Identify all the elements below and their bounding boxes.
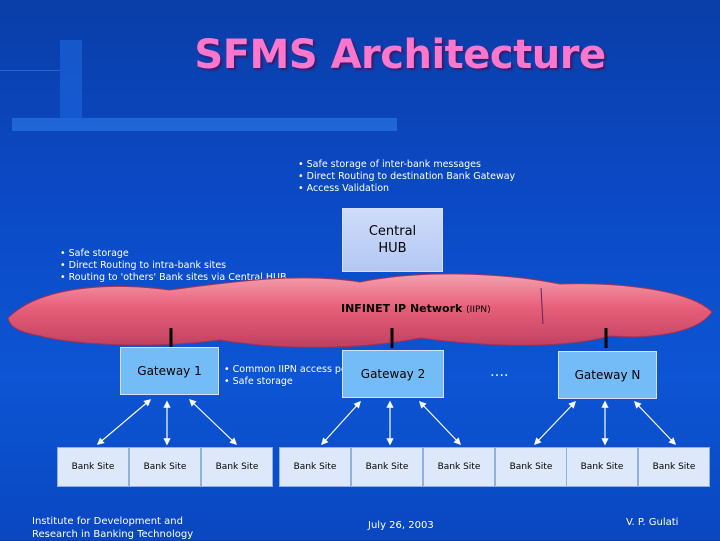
site-connectors [96, 399, 676, 446]
common-note: • Safe storage [224, 376, 293, 387]
bank-site-label: Bank Site [509, 462, 553, 472]
hub-label-line2: HUB [378, 241, 407, 256]
bank-site-label: Bank Site [437, 462, 481, 472]
more-gateways-ellipsis: …. [490, 364, 509, 380]
bank-site: Bank Site [351, 447, 423, 487]
link-g1-site3 [188, 399, 238, 445]
bank-site: Bank Site [495, 447, 567, 487]
network-name: INFINET IP Network [341, 302, 463, 315]
footer-org-line1: Institute for Development and [32, 516, 183, 527]
gateway-2: Gateway 2 [342, 350, 444, 398]
bank-site: Bank Site [638, 447, 710, 487]
decor-bar-vertical [60, 40, 82, 118]
gateway-1-label: Gateway 1 [137, 364, 202, 378]
bank-site: Bank Site [129, 447, 201, 487]
link-g2-site6 [419, 400, 461, 446]
gateway-note: • Routing to 'others' Bank sites via Cen… [60, 272, 287, 283]
gateway-n-label: Gateway N [574, 368, 641, 382]
hub-network-link [540, 287, 544, 325]
footer-organization: Institute for Development and Research i… [32, 515, 193, 541]
bank-site: Bank Site [279, 447, 351, 487]
bank-site-label: Bank Site [71, 462, 115, 472]
network-cloud [7, 273, 713, 348]
bank-site-label: Bank Site [652, 462, 696, 472]
bank-site: Bank Site [201, 447, 273, 487]
footer-author: V. P. Gulati [626, 517, 679, 528]
gateway-note: • Direct Routing to intra-bank sites [60, 260, 227, 271]
footer-org-line2: Research in Banking Technology [32, 529, 194, 540]
bank-site-label: Bank Site [293, 462, 337, 472]
bank-site-label: Bank Site [580, 462, 624, 472]
hub-notes: • Safe storage of inter-bank messages • … [298, 159, 515, 195]
hub-label-line1: Central [368, 224, 417, 239]
common-note: • Common IIPN access point [224, 364, 360, 375]
link-gn-site9 [634, 400, 676, 446]
link-gn-site7 [534, 400, 576, 446]
gateway-2-label: Gateway 2 [360, 367, 426, 381]
gateway-connectors [169, 328, 608, 348]
gateway-1: Gateway 1 [120, 347, 219, 395]
network-label: INFINET IP Network (IIPN) [341, 302, 491, 315]
central-hub: Central HUB [342, 208, 443, 272]
slide-title: SFMS Architecture [194, 32, 606, 78]
link-g2-site4 [321, 400, 361, 446]
gateway-note: • Safe storage [60, 248, 129, 259]
gateway-n: Gateway N [558, 351, 657, 399]
common-notes: • Common IIPN access point • Safe storag… [224, 364, 359, 388]
hub-note: • Access Validation [298, 183, 390, 194]
bank-site: Bank Site [57, 447, 129, 487]
bank-site-label: Bank Site [143, 462, 187, 472]
decor-bar-horizontal [12, 118, 397, 131]
decor-line [0, 70, 60, 71]
bank-site: Bank Site [566, 447, 638, 487]
bank-site-label: Bank Site [215, 462, 259, 472]
hub-note: • Safe storage of inter-bank messages [298, 159, 481, 170]
hub-note: • Direct Routing to destination Bank Gat… [298, 171, 516, 182]
bank-site-label: Bank Site [365, 462, 409, 472]
gateway-notes: • Safe storage • Direct Routing to intra… [60, 248, 286, 284]
footer-date: July 26, 2003 [368, 520, 434, 531]
link-g1-site1 [96, 399, 152, 445]
network-abbr: (IIPN) [466, 305, 491, 315]
bank-site: Bank Site [423, 447, 495, 487]
